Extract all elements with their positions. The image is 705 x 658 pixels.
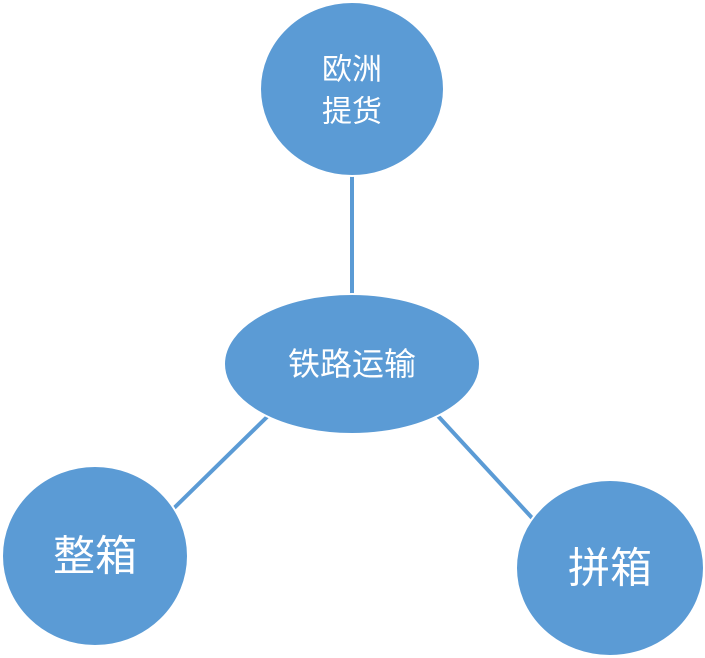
- node-full-container-circle: [1, 465, 189, 647]
- node-full-container: 整箱: [1, 465, 189, 647]
- node-rail-transport-ellipse: [223, 293, 481, 435]
- connector-center-to-right: [436, 414, 536, 522]
- connector-center-to-left: [170, 414, 270, 512]
- node-europe-pickup-label-line1: 欧洲: [322, 53, 382, 88]
- node-europe-pickup-label-line2: 提货: [322, 95, 382, 130]
- node-lcl-container-circle: [515, 479, 705, 657]
- node-rail-transport: 铁路运输: [223, 293, 481, 435]
- node-lcl-container-label: 拼箱: [568, 544, 652, 593]
- node-full-container-label: 整箱: [53, 532, 137, 581]
- node-lcl-container: 拼箱: [515, 479, 705, 657]
- node-rail-transport-label: 铁路运输: [288, 345, 416, 383]
- node-europe-pickup-circle: [259, 1, 445, 177]
- node-europe-pickup: 欧洲 提货: [259, 1, 445, 177]
